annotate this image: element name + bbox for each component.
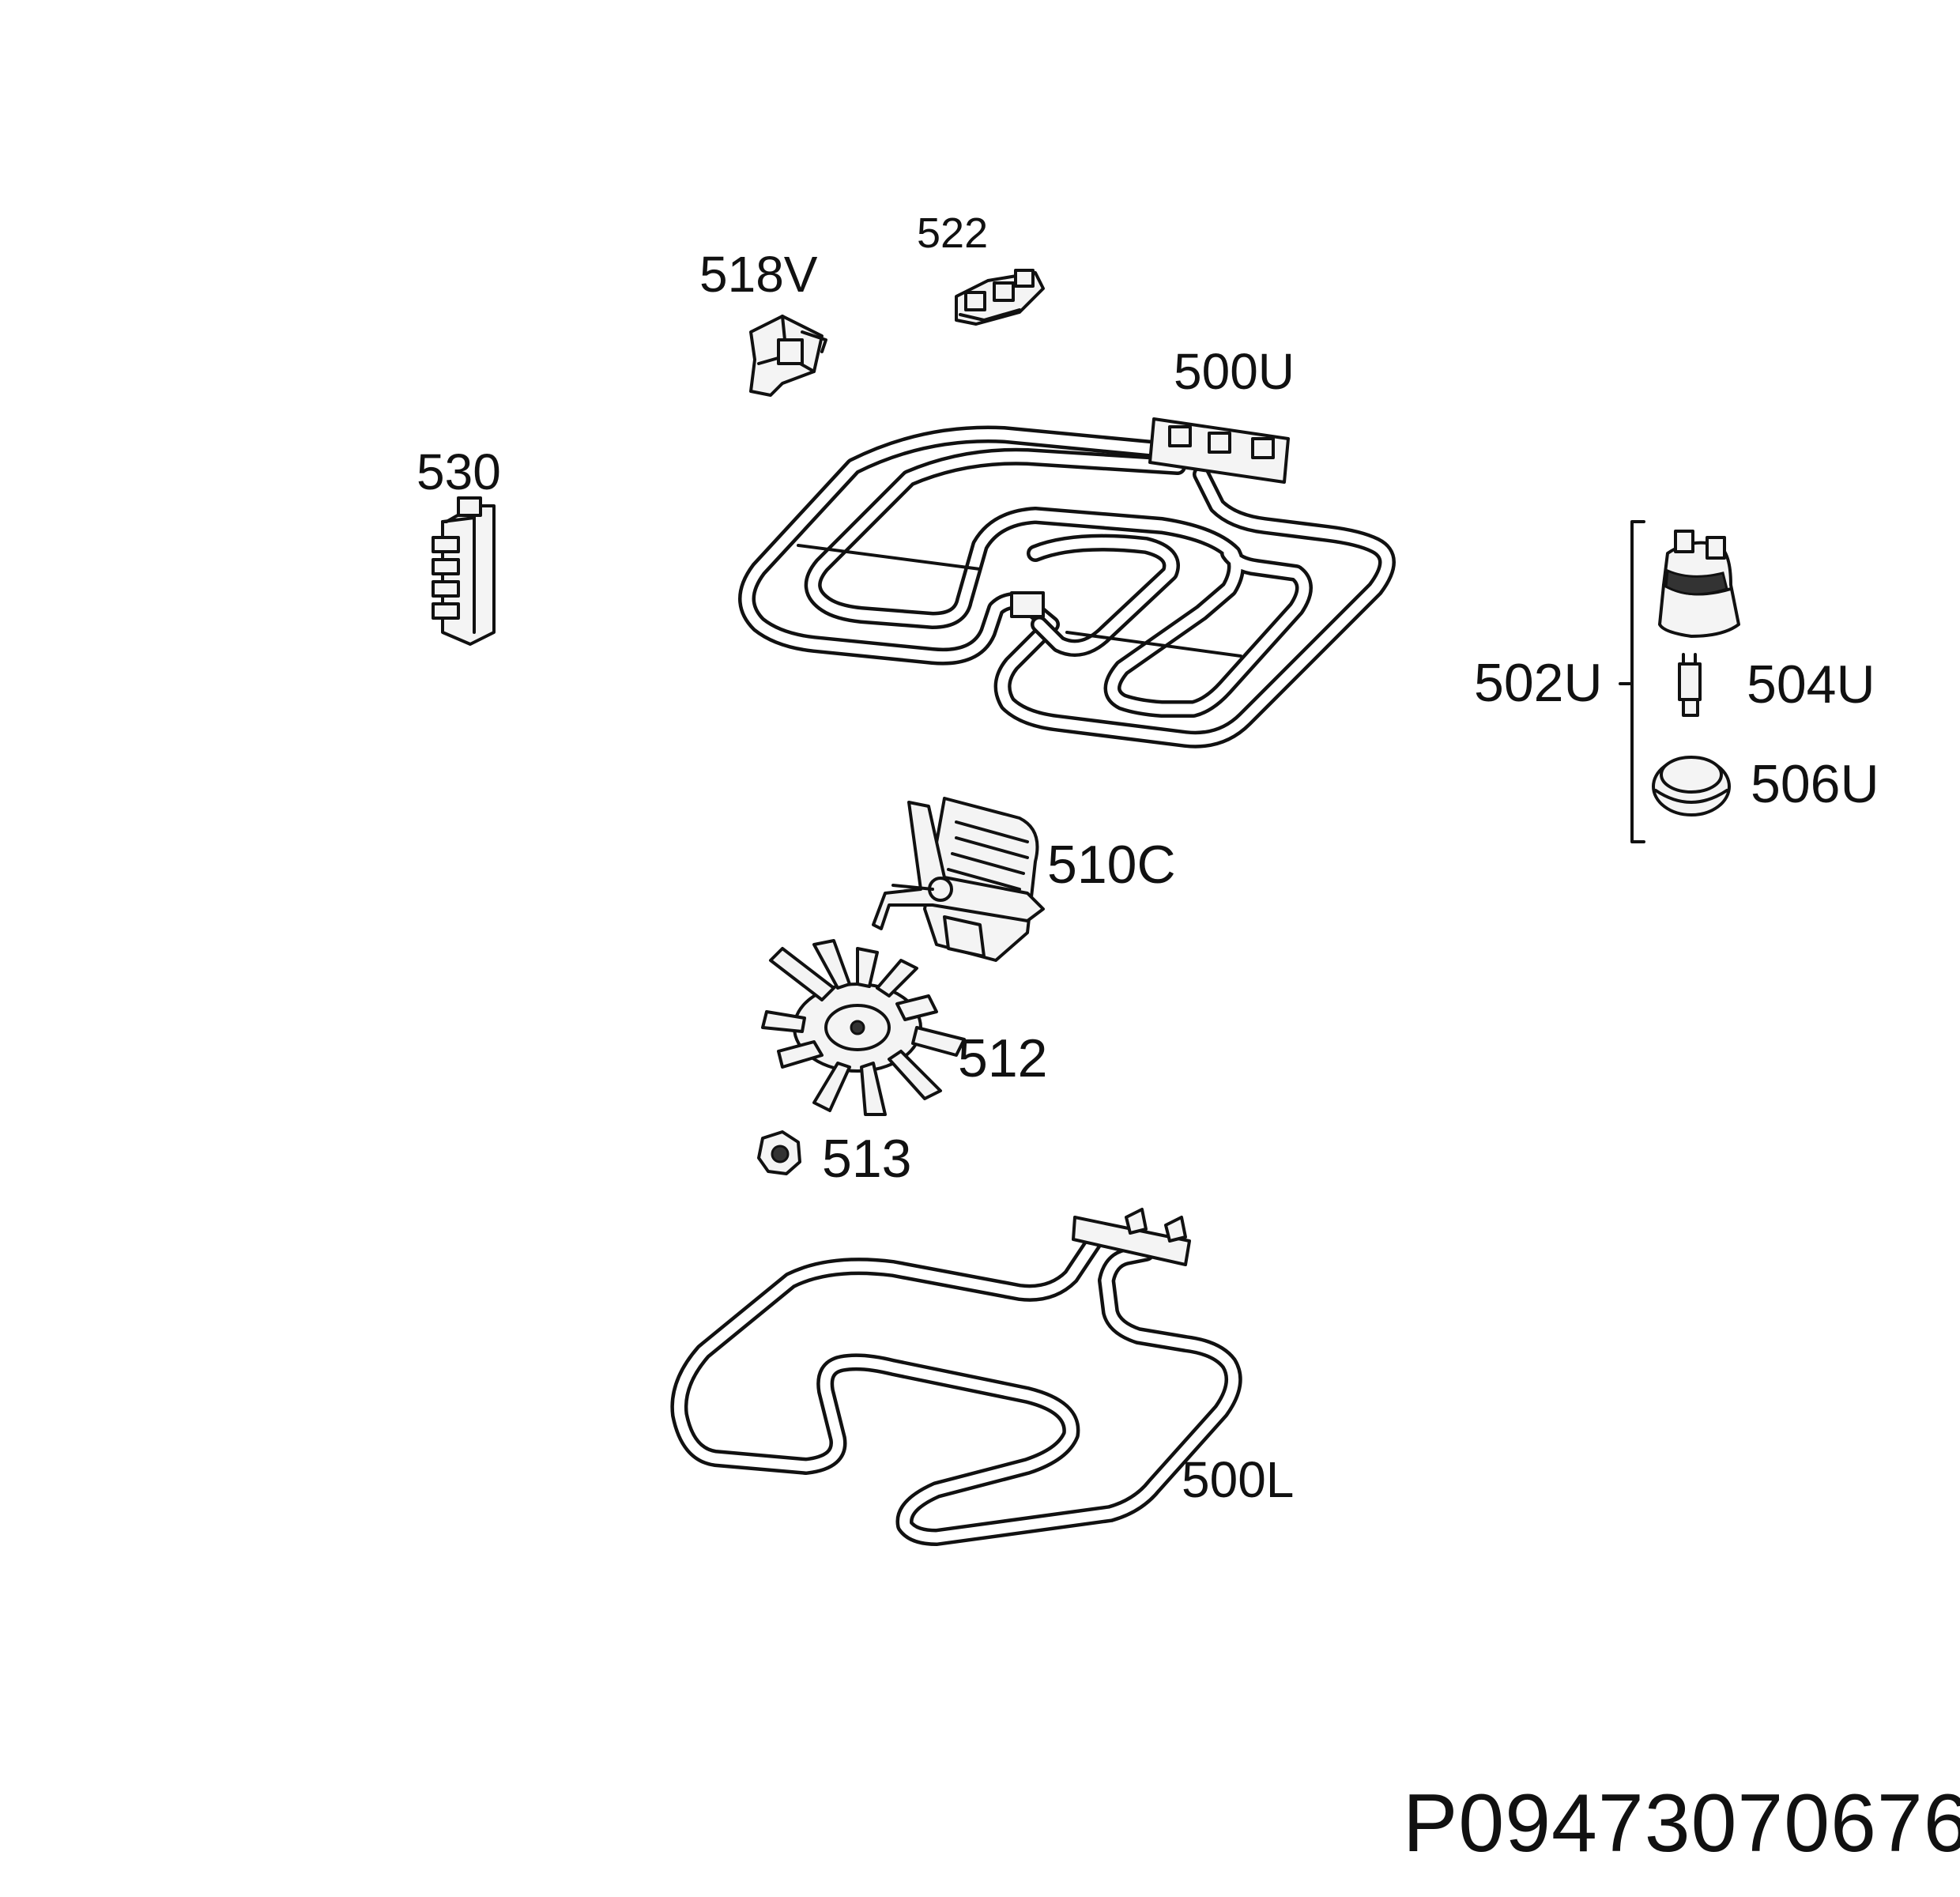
bottom-heating-element-icon	[670, 1208, 1242, 1546]
part-label-512: 512	[958, 1028, 1048, 1088]
part-label-506u: 506U	[1751, 754, 1879, 814]
part-label-500u: 500U	[1174, 343, 1295, 400]
part-label-522: 522	[917, 209, 989, 257]
fan-motor-icon	[872, 797, 1045, 962]
drawing-code: P09473070676	[1403, 1778, 1960, 1869]
fan-blade-icon	[761, 939, 966, 1116]
part-label-500l: 500L	[1182, 1451, 1295, 1508]
part-label-513: 513	[822, 1129, 912, 1189]
part-label-530: 530	[416, 443, 501, 500]
fan-nut-icon	[757, 1130, 801, 1175]
part-label-504u: 504U	[1747, 654, 1875, 715]
thermostat-icon	[749, 315, 827, 397]
grill-heating-element-icon	[738, 417, 1396, 749]
part-label-510c: 510C	[1047, 835, 1176, 895]
lamp-assembly-bracket-icon	[1619, 520, 1645, 843]
part-label-518v: 518V	[699, 246, 818, 303]
terminal-block-icon	[432, 496, 496, 646]
lamp-cover-icon	[1652, 756, 1731, 817]
thermal-cutout-icon	[955, 269, 1045, 326]
part-label-502u: 502U	[1474, 653, 1603, 713]
lamp-holder-icon	[1658, 530, 1740, 638]
lamp-bulb-icon	[1678, 653, 1702, 717]
